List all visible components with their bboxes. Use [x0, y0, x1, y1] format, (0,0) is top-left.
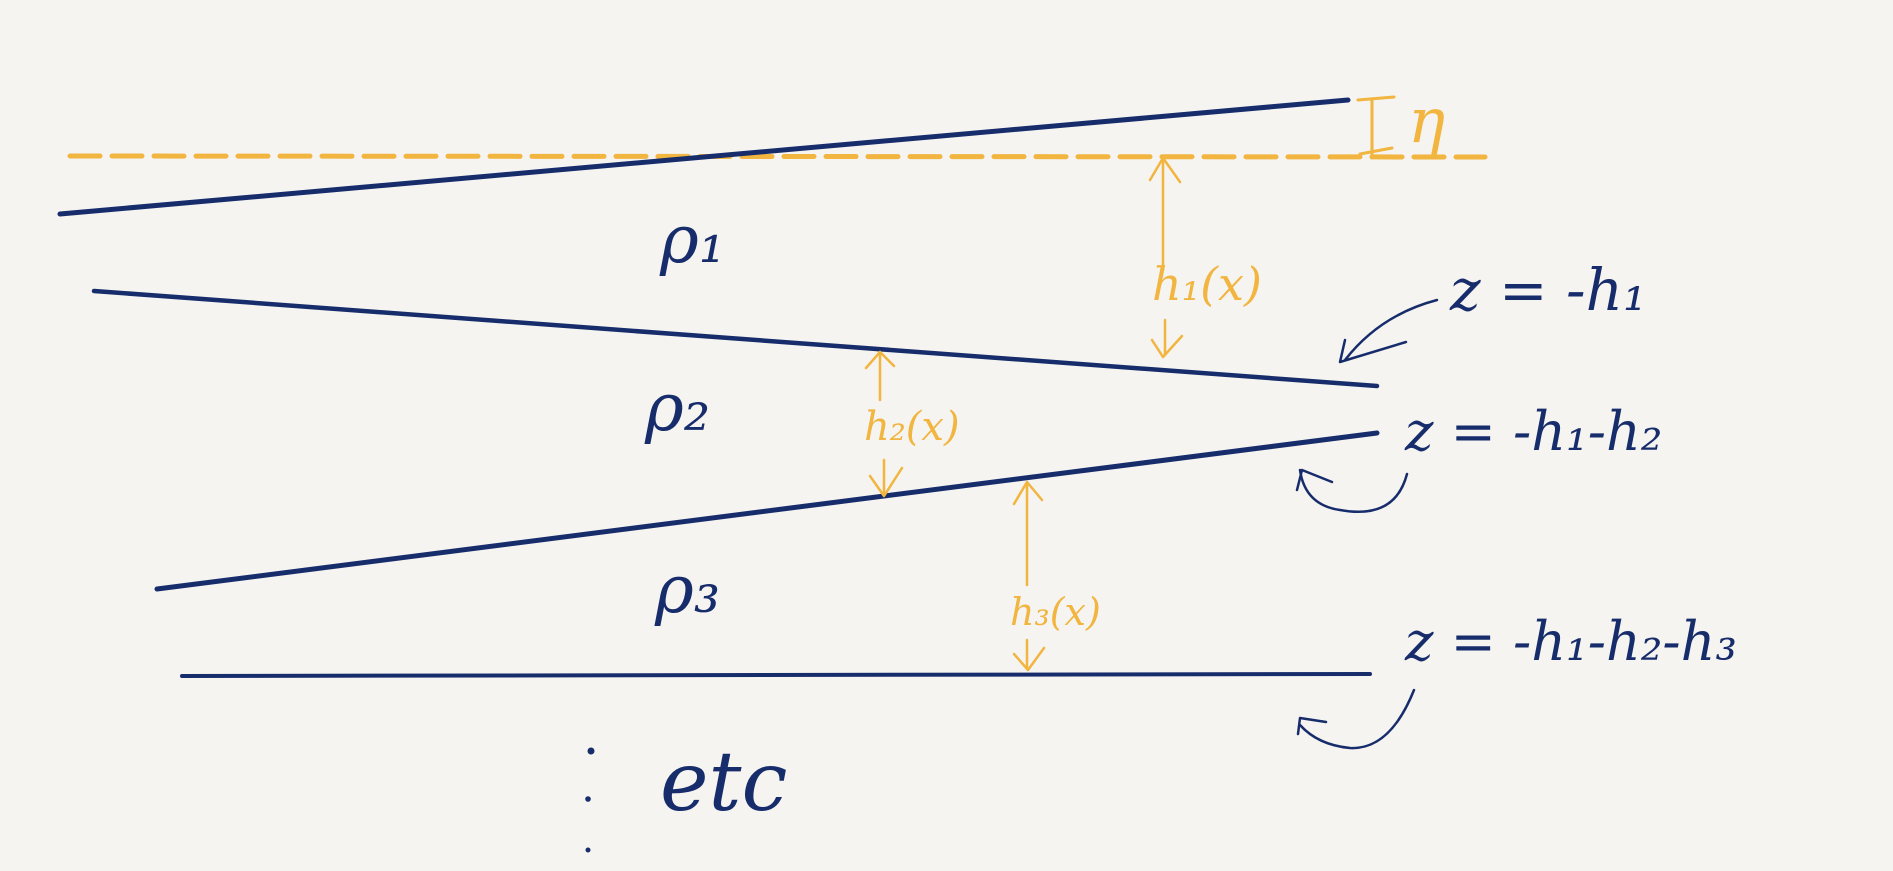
rho1-label: ρ₁ — [659, 201, 725, 278]
interface-2-line — [154, 430, 1380, 592]
mean-surface-dashed-line — [67, 153, 1488, 160]
eta-label: η — [1408, 84, 1445, 157]
h2-double-arrow — [864, 350, 904, 498]
interface-2-pointer-arrow — [1295, 468, 1409, 514]
h2-label: h₂(x) — [864, 404, 960, 450]
interface-1-pointer-arrow — [1338, 298, 1439, 364]
interface-3-pointer-arrow — [1296, 688, 1416, 750]
free-surface-line — [57, 97, 1351, 217]
interface-3-label: z = -h₁-h₂-h₃ — [1404, 610, 1737, 673]
h1-label: h₁(x) — [1152, 257, 1262, 311]
rho3-label: ρ₃ — [654, 551, 720, 628]
interface-3-line — [180, 672, 1372, 678]
interface-1-label: z = -h₁ — [1449, 256, 1646, 324]
etc-label: etc — [660, 735, 787, 830]
h3-label: h₃(x) — [1010, 590, 1101, 634]
continuation-dots — [585, 747, 595, 853]
eta-marker — [1356, 95, 1396, 160]
h3-double-arrow — [1012, 480, 1046, 672]
interface-2-label: z = -h₁-h₂ — [1404, 400, 1662, 463]
h1-double-arrow — [1148, 156, 1184, 359]
interface-1-line — [91, 288, 1380, 389]
rho2-label: ρ₂ — [644, 369, 710, 446]
